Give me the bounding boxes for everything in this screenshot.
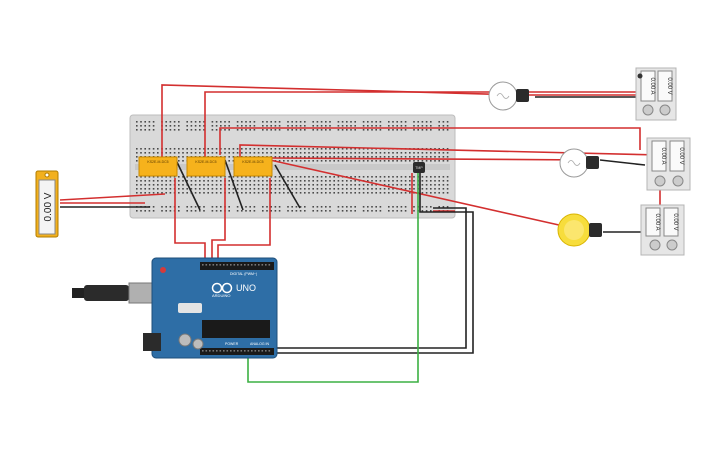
meter-3-right: 0.00 V [672,213,678,230]
battery-icon [44,172,50,178]
arduino-model: UNO [236,283,256,293]
bulb-3-socket-icon [589,223,602,237]
wires-black[interactable] [60,96,646,354]
microcontroller-chip [202,320,270,338]
power-label: POWER [225,342,239,346]
arduino-brand: ARDUINO [212,293,230,298]
digital-header [200,262,274,270]
meter-2-right: 0.00 V [678,147,684,164]
relay-3[interactable]: KS2E-M-DC5 [233,156,273,177]
usb-cable[interactable] [72,282,156,304]
bulb-2-socket-icon [586,156,599,169]
capacitor-1 [178,333,192,347]
battery-reading: 0.00 V [43,192,54,221]
digital-label: DIGITAL (PWM~) [230,272,257,276]
bulb-1-socket-icon [516,89,529,102]
capacitor-2 [192,338,204,350]
meter-2-left: 0.00 A [660,147,666,164]
meter-3-left: 0.00 A [654,213,660,230]
multimeter-2[interactable]: 0.00 A 0.00 V [646,137,691,191]
arduino-infinity-icon [211,282,233,294]
meter-1-probe-icon [637,73,643,79]
sensor-label: TMP [415,166,423,170]
temperature-sensor[interactable]: TMP [413,162,425,173]
reset-button[interactable] [160,267,166,273]
relay-2[interactable]: KS2E-M-DC5 [186,156,226,177]
relay-3-label: KS2E-M-DC5 [242,160,263,164]
meter-1-left: 0.00 A [649,77,655,94]
bulb-2[interactable] [559,148,599,178]
relay-2-label: KS2E-M-DC5 [195,160,216,164]
wire-green[interactable] [247,173,419,383]
battery[interactable]: 0.00 V [35,170,59,238]
crystal [178,303,202,313]
relay-1[interactable]: KS2E-M-DC5 [138,156,178,177]
relay-1-label: KS2E-M-DC5 [147,160,168,164]
multimeter-1[interactable]: 0.00 A 0.00 V [635,67,677,121]
bulb-1[interactable] [488,81,529,111]
multimeter-3[interactable]: 0.00 A 0.00 V [640,204,685,256]
analog-label: ANALOG IN [250,342,270,346]
power-jack [143,333,161,351]
arduino-uno[interactable]: UNO ARDUINO DIGITAL (PWM~) POWER ANALOG … [143,257,278,359]
breadboard[interactable] [129,114,456,219]
bulb-3[interactable] [557,213,602,247]
meter-1-right: 0.00 V [666,77,672,94]
